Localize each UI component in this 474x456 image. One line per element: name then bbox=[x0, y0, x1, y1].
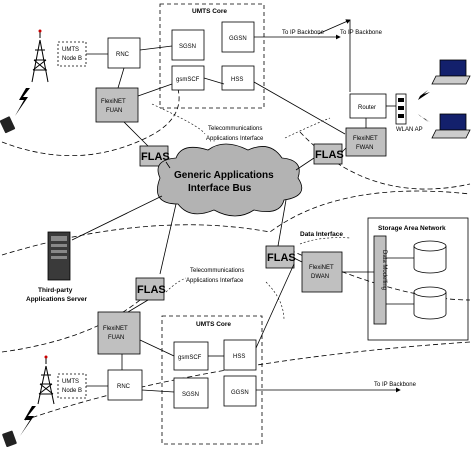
node-b-top-label-2: Node B bbox=[62, 56, 82, 62]
wlan-ap-label: WLAN AP bbox=[396, 127, 423, 133]
laptop-lower-icon bbox=[431, 113, 471, 139]
sgsn-top-label: SGSN bbox=[179, 44, 196, 50]
gsmscf-bottom-box bbox=[173, 341, 209, 371]
cell-tower-bottom-icon bbox=[37, 355, 55, 405]
bus-label-2: Interface Bus bbox=[188, 183, 252, 194]
data-interface-label: Data Interface bbox=[300, 231, 343, 238]
node-b-top-label-1: UMTS bbox=[62, 47, 79, 53]
fuan-bottom-box bbox=[97, 311, 141, 355]
flas-top-left-label: FLAS bbox=[141, 151, 170, 163]
flas-top-right-box bbox=[313, 143, 343, 165]
boundary-curve-upper-right bbox=[299, 131, 471, 190]
rnc-bottom-box bbox=[107, 369, 143, 401]
node-b-bottom-label-1: UMTS bbox=[62, 379, 79, 385]
data-modelling-label: Data Modelling bbox=[381, 250, 387, 290]
fuan-top-label-1: FlexiNET bbox=[101, 99, 126, 105]
generic-applications-bus-cloud bbox=[156, 143, 303, 217]
tel-api-bottom-label-1: Telecommunications bbox=[190, 268, 244, 274]
storage-area-network-frame bbox=[367, 217, 469, 341]
lightning-bolt-icon bbox=[15, 88, 30, 116]
router-box bbox=[349, 93, 387, 119]
dwan-label-2: DWAN bbox=[311, 274, 329, 280]
cell-tower-icon bbox=[31, 29, 49, 83]
rnc-top-label: RNC bbox=[116, 52, 130, 58]
hss-bottom-box bbox=[223, 339, 257, 371]
boundary-curve-upper-left bbox=[1, 79, 180, 157]
flas-center-label: FLAS bbox=[267, 252, 296, 264]
fuan-top-box bbox=[95, 87, 139, 123]
ggsn-top-box bbox=[221, 21, 255, 53]
ggsn-top-label: GGSN bbox=[229, 36, 247, 42]
tel-api-bottom-label-2: Applications Interface bbox=[186, 278, 244, 284]
router-label: Router bbox=[358, 105, 376, 111]
laptop-upper-icon bbox=[431, 59, 471, 85]
boundary-curve-bottom bbox=[24, 341, 471, 421]
flas-center-box bbox=[265, 245, 295, 269]
umts-core-top-title: UMTS Core bbox=[192, 8, 227, 15]
flas-top-left-box bbox=[139, 145, 169, 167]
wlan-ap-icon bbox=[395, 93, 407, 125]
flas-bottom-left-label: FLAS bbox=[137, 284, 166, 296]
bus-label-1: Generic Applications bbox=[174, 170, 274, 181]
to-ip-backbone-top-1: To IP Backbone bbox=[282, 30, 325, 36]
ggsn-bottom-box bbox=[223, 375, 257, 407]
hss-top-box bbox=[221, 65, 255, 91]
dwan-box bbox=[301, 251, 343, 293]
sgsn-bottom-box bbox=[173, 377, 209, 409]
lightning-bolt-bottom-icon bbox=[20, 406, 36, 436]
server-icon bbox=[47, 231, 71, 281]
fuan-bottom-label-1: FlexiNET bbox=[103, 326, 128, 332]
wireless-link-lower-icon bbox=[418, 114, 434, 126]
data-modelling-box bbox=[373, 235, 387, 325]
sgsn-bottom-label: SGSN bbox=[182, 392, 199, 398]
dwan-label-1: FlexiNET bbox=[309, 265, 334, 271]
gsmscf-bottom-label: gsmSCF bbox=[178, 355, 202, 361]
fwan-label-2: FWAN bbox=[356, 145, 373, 151]
fuan-bottom-label-2: FUAN bbox=[108, 335, 124, 341]
hss-bottom-label: HSS bbox=[233, 354, 245, 360]
gsmscf-top-label: gsmSCF bbox=[176, 77, 200, 83]
third-party-label-2: Applications Server bbox=[26, 296, 88, 303]
hss-top-label: HSS bbox=[231, 77, 243, 83]
umts-core-top-frame bbox=[159, 3, 265, 109]
mobile-phone-bottom-icon bbox=[2, 430, 17, 448]
to-ip-backbone-top-2: To IP Backbone bbox=[340, 30, 383, 36]
flas-bottom-left-box bbox=[135, 277, 165, 301]
gsmscf-top-box bbox=[171, 65, 205, 91]
mobile-phone-icon bbox=[0, 116, 16, 134]
tel-api-top-label-2: Applications Interface bbox=[206, 136, 264, 142]
flas-top-right-label: FLAS bbox=[315, 149, 344, 161]
umts-core-bottom-frame bbox=[161, 315, 263, 445]
fwan-box bbox=[345, 127, 387, 157]
node-b-bottom-label-2: Node B bbox=[62, 388, 82, 394]
third-party-label-1: Third-party bbox=[38, 287, 73, 294]
sgsn-top-box bbox=[171, 29, 205, 61]
node-b-top-box bbox=[57, 41, 87, 67]
node-b-bottom-box bbox=[57, 373, 87, 399]
fwan-label-1: FlexiNET bbox=[353, 136, 378, 142]
storage-disk-upper-icon bbox=[413, 240, 447, 274]
to-ip-backbone-bottom: To IP Backbone bbox=[374, 382, 417, 388]
boundary-curve-lower-left bbox=[1, 299, 141, 353]
fuan-top-label-2: FUAN bbox=[106, 108, 122, 114]
storage-area-network-title: Storage Area Network bbox=[378, 225, 446, 232]
storage-disk-lower-icon bbox=[413, 286, 447, 320]
rnc-top-box bbox=[107, 37, 141, 69]
ggsn-bottom-label: GGSN bbox=[231, 390, 249, 396]
tel-api-top-label-1: Telecommunications bbox=[208, 126, 262, 132]
wireless-link-upper-icon bbox=[418, 86, 434, 100]
umts-core-bottom-title: UMTS Core bbox=[196, 321, 231, 328]
rnc-bottom-label: RNC bbox=[117, 384, 131, 390]
